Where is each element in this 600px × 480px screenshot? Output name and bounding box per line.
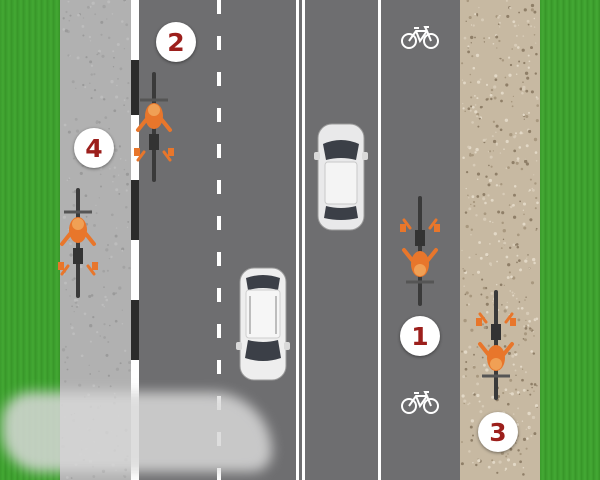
cyclist-sidewalk xyxy=(58,188,98,298)
curb-line xyxy=(131,0,139,480)
marker-gravel-path: 3 xyxy=(478,412,518,452)
bicycle-symbol-icon xyxy=(401,26,439,49)
car-northbound xyxy=(314,123,368,231)
blurred-watermark xyxy=(2,392,272,472)
bike-lane-line xyxy=(378,0,381,480)
grass-right xyxy=(540,0,600,480)
marker-sidewalk: 4 xyxy=(74,128,114,168)
cyclist-road-shoulder xyxy=(134,72,174,182)
cyclist-bike-lane xyxy=(400,196,440,306)
bicycle-symbol-icon xyxy=(401,391,439,414)
marker-road-shoulder: 2 xyxy=(156,22,196,62)
double-center-line xyxy=(296,0,299,480)
cyclist-gravel-path xyxy=(476,290,516,400)
marker-lane-bike: 1 xyxy=(400,316,440,356)
gravel-path xyxy=(460,0,540,480)
car-southbound xyxy=(236,267,290,381)
